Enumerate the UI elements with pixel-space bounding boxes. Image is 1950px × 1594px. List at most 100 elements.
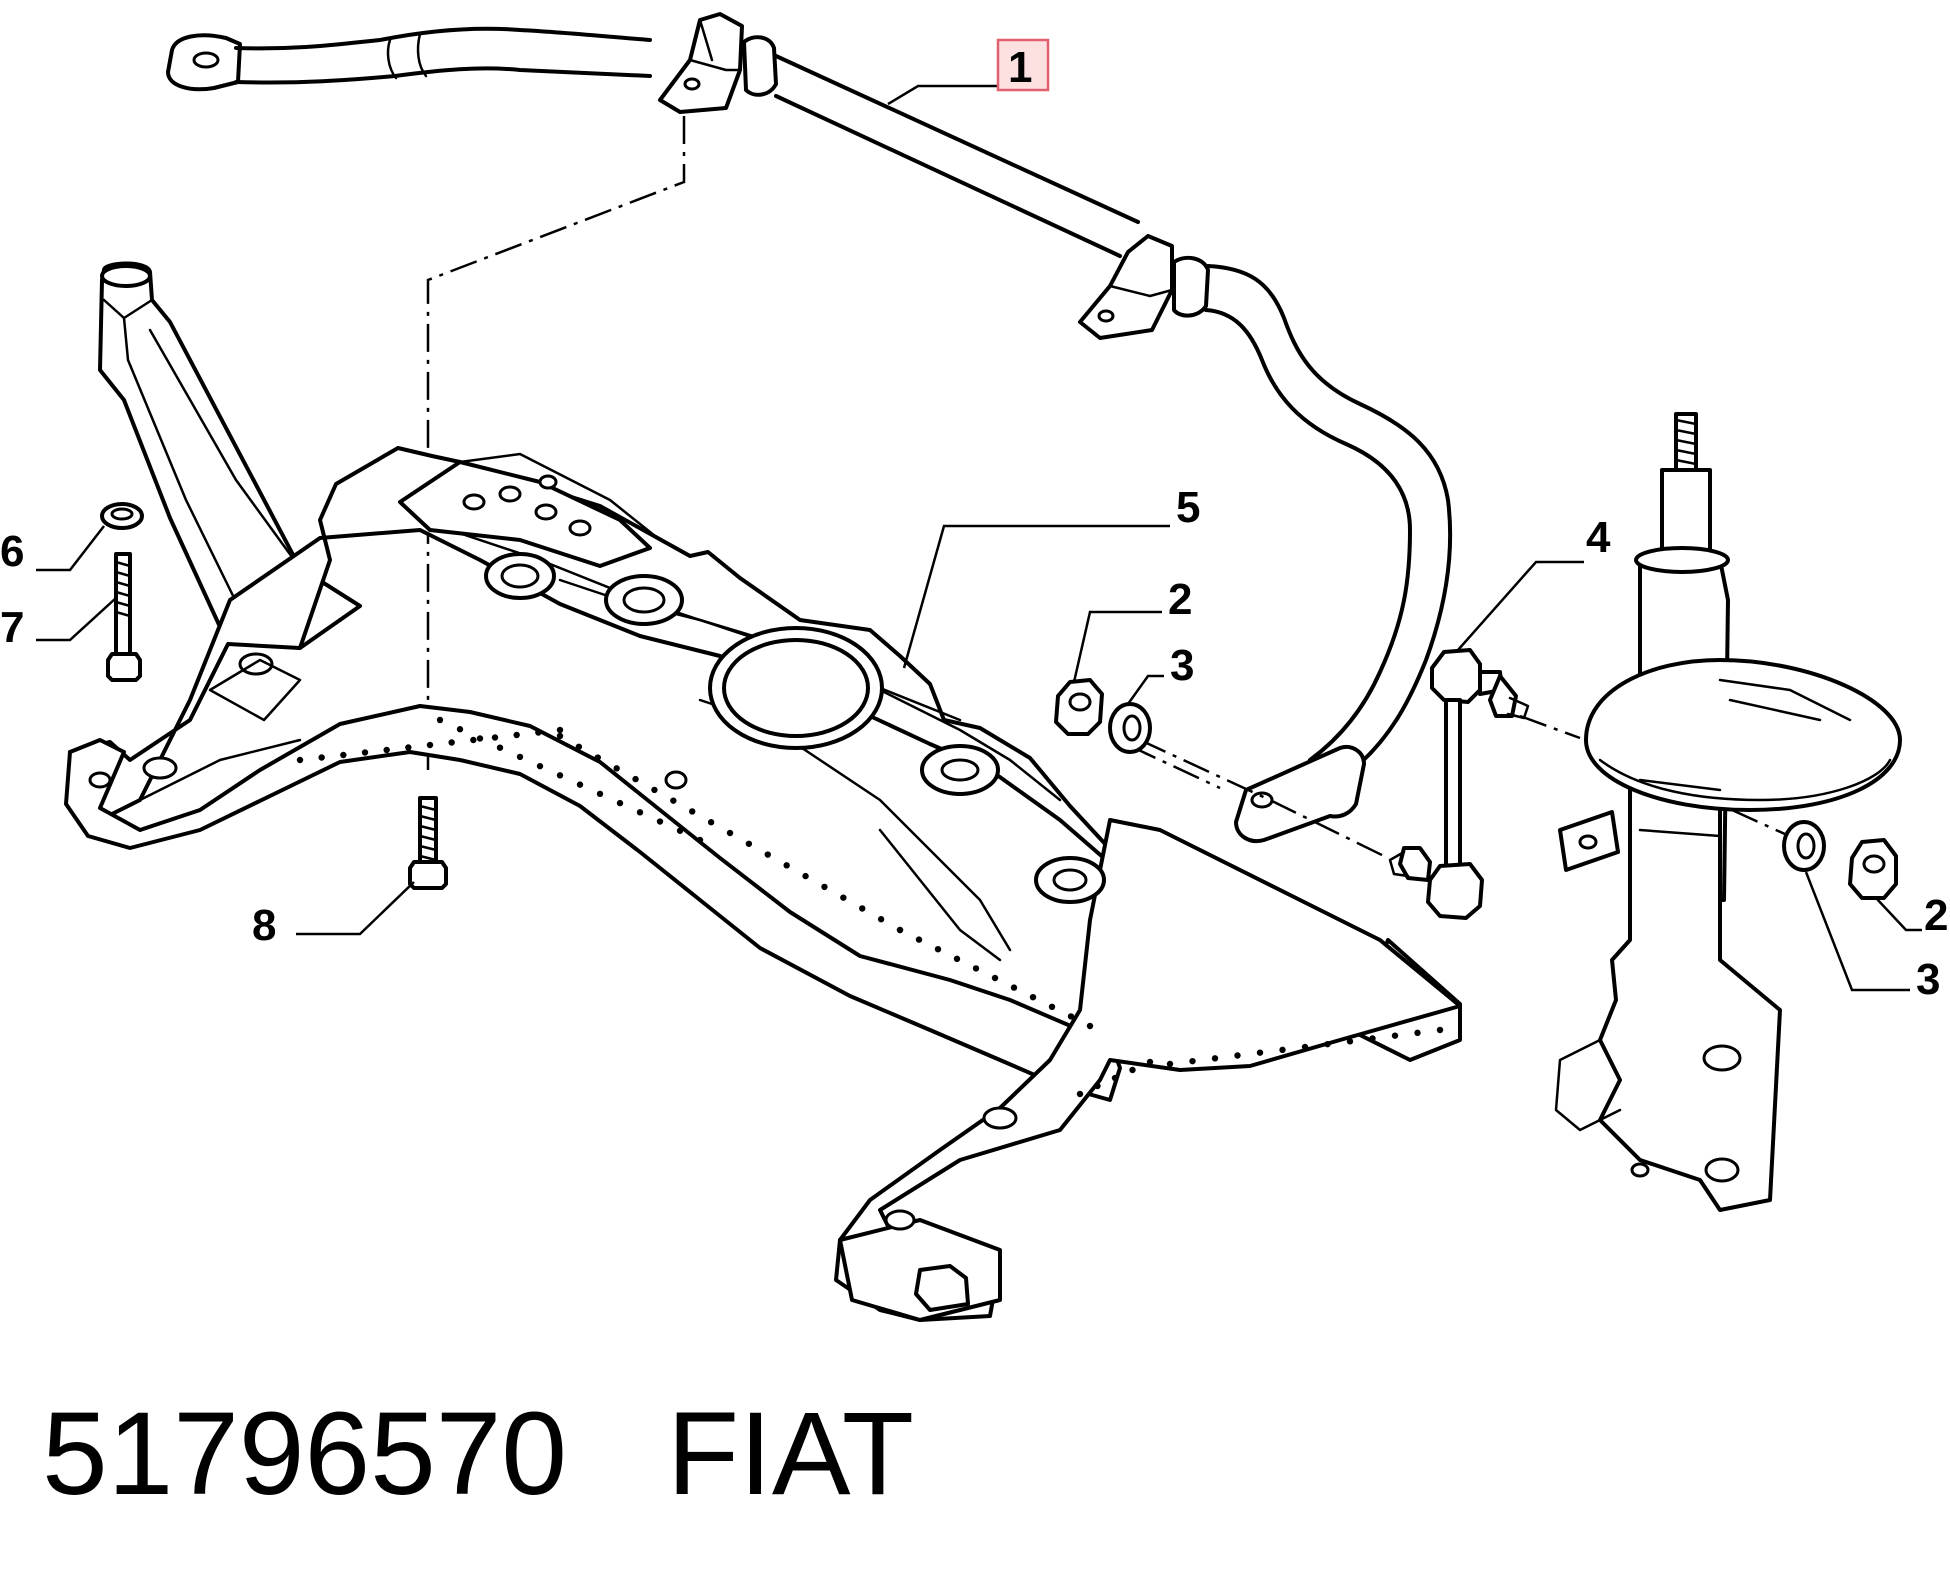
- mounting-axis-line: [426, 116, 686, 770]
- rivet-dot: [656, 818, 664, 825]
- subframe: [64, 261, 1462, 1322]
- rivet-dot: [726, 829, 734, 837]
- rivet-dot: [1234, 1052, 1241, 1059]
- rivet-dot: [361, 749, 369, 756]
- rivet-dot: [1256, 1049, 1264, 1056]
- callout-4: 4: [1586, 513, 1611, 562]
- rivet-dot: [1166, 1060, 1174, 1068]
- rivet-dot: [556, 726, 564, 734]
- rivet-dot: [670, 797, 677, 804]
- rivet-dot: [1029, 994, 1037, 1001]
- rivet-dot: [1094, 1082, 1101, 1090]
- rivet-dot: [1279, 1046, 1286, 1054]
- rivet-dot: [476, 735, 484, 742]
- rivet-dot: [456, 726, 464, 733]
- rivet-dot: [896, 926, 904, 934]
- rivet-dot: [340, 751, 347, 759]
- washer-3-right: [1782, 820, 1826, 872]
- rivet-dot: [1146, 1058, 1154, 1066]
- callout-3-left: 3: [1170, 641, 1194, 690]
- rivet-dot: [991, 974, 999, 982]
- rivet-dot: [556, 772, 564, 779]
- rivet-dot: [594, 754, 601, 761]
- rivet-dot: [1301, 1043, 1309, 1051]
- stabilizer-bar: [166, 12, 1453, 843]
- callout-2-left: 2: [1168, 575, 1192, 624]
- callout-7: 7: [0, 603, 24, 652]
- bolt-7: [106, 552, 142, 682]
- rivet-dot: [840, 894, 847, 901]
- callout-2-right: 2: [1924, 891, 1948, 940]
- rivet-dot: [1048, 1003, 1056, 1010]
- rivet-dot: [1076, 1090, 1084, 1098]
- rivet-dot: [296, 756, 304, 764]
- rivet-dot: [536, 762, 544, 770]
- rivet-dot: [783, 862, 790, 869]
- rivet-dot: [745, 840, 753, 847]
- rivet-dot: [1086, 1022, 1094, 1030]
- rivet-dot: [535, 729, 542, 736]
- rivet-dot: [859, 905, 866, 912]
- washer-axis-line: [1129, 744, 1221, 790]
- rivet-dot: [1346, 1038, 1354, 1045]
- rivet-dot: [934, 946, 942, 953]
- rivet-dot: [513, 731, 520, 739]
- rivet-dot: [448, 739, 455, 746]
- nut-2-right: [1848, 838, 1898, 900]
- rivet-dot: [1414, 1029, 1421, 1037]
- rivet-dot: [915, 936, 923, 943]
- rivet-dot: [1067, 1013, 1075, 1020]
- rivet-dot: [1111, 1074, 1119, 1082]
- callout-leaders: [36, 84, 1922, 992]
- rivet-dot: [1391, 1032, 1399, 1039]
- bolt-8: [408, 796, 448, 890]
- callout-1-highlight: [996, 38, 1050, 92]
- nut-2-left: [1054, 678, 1104, 736]
- rivet-dot: [1211, 1055, 1219, 1062]
- flange-rivets: [296, 716, 1444, 1098]
- callout-3-right: 3: [1916, 955, 1940, 1004]
- link-axis-line: [1139, 738, 1389, 860]
- rivet-dot: [689, 808, 696, 815]
- washer-6: [100, 502, 144, 530]
- rivet-dot: [556, 732, 564, 740]
- rivet-dot: [821, 883, 828, 891]
- rivet-dot: [491, 734, 499, 741]
- rivet-dot: [436, 716, 444, 724]
- callout-1: 1: [1008, 43, 1032, 92]
- rivet-dot: [877, 916, 885, 923]
- rivet-dot: [405, 744, 412, 751]
- rivet-dot: [1436, 1026, 1444, 1034]
- rivet-dot: [1129, 1066, 1136, 1074]
- rivet-dot: [426, 741, 434, 749]
- rivet-dot: [596, 790, 604, 798]
- rivet-dot: [707, 819, 715, 826]
- stabilizer-link: [1388, 648, 1530, 920]
- rivet-dot: [632, 775, 639, 783]
- rivet-dot: [470, 736, 477, 744]
- rivet-dot: [1324, 1040, 1331, 1048]
- rivet-dot: [764, 851, 771, 858]
- rivet-dot: [613, 765, 620, 772]
- washer-3-left: [1108, 702, 1152, 754]
- rivet-dot: [1189, 1057, 1196, 1065]
- rivet-dot: [1010, 984, 1018, 991]
- rivet-dot: [953, 955, 961, 962]
- brand-name: FIAT: [667, 1388, 914, 1520]
- callout-8: 8: [252, 901, 276, 950]
- callout-5: 5: [1176, 483, 1200, 532]
- rivet-dot: [972, 965, 980, 972]
- rivet-dot: [576, 781, 584, 788]
- strut-assembly: [1554, 412, 1902, 1212]
- rivet-dot: [516, 753, 524, 761]
- rivet-dot: [1369, 1035, 1376, 1042]
- rivet-dot: [575, 743, 583, 750]
- rivet-dot: [318, 754, 325, 761]
- rivet-dot: [636, 809, 644, 816]
- rivet-dot: [616, 799, 624, 807]
- rivet-dot: [383, 746, 390, 754]
- callout-6: 6: [0, 527, 24, 576]
- part-number: 51796570: [42, 1388, 568, 1520]
